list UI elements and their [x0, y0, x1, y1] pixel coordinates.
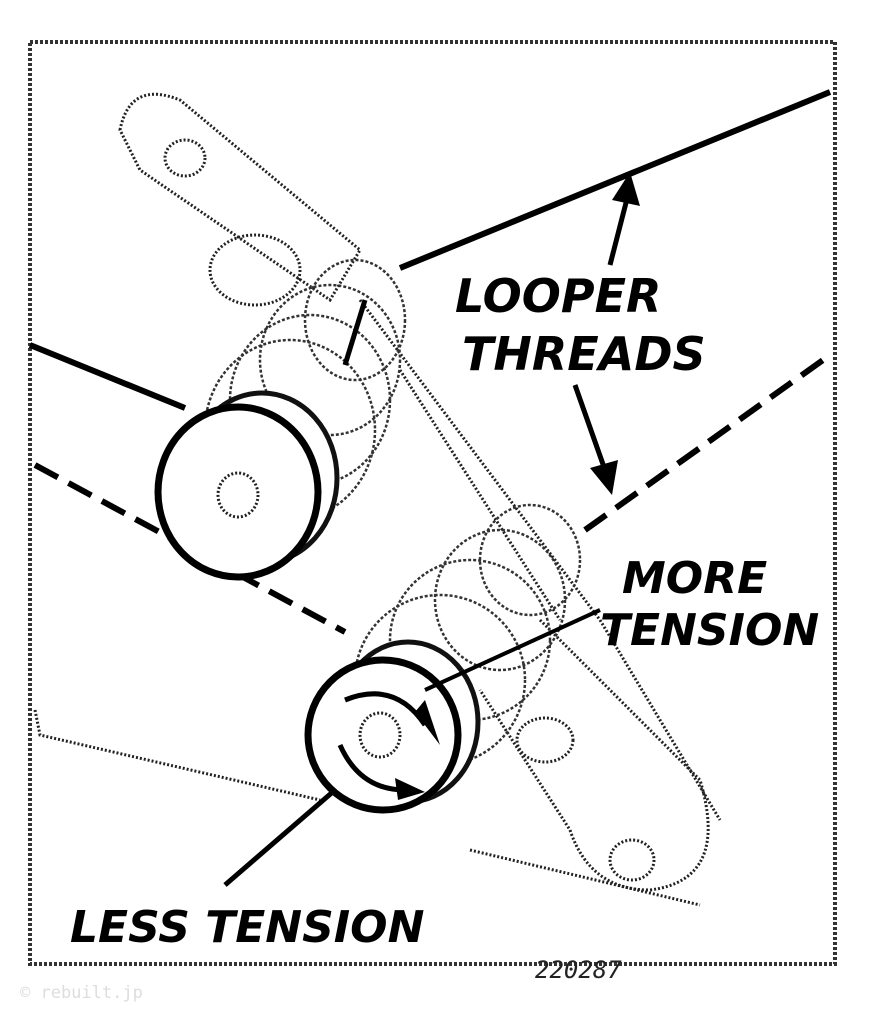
looper-threads-label-line1: LOOPER: [455, 269, 661, 323]
upper-tension-spring: [203, 258, 407, 522]
looper-threads-label-line2: THREADS: [462, 327, 706, 381]
upper-tension-knob: [154, 390, 340, 581]
more-tension-label-line2: TENSION: [600, 605, 819, 656]
looper-arrow-up: [607, 172, 640, 266]
frame-border: [28, 40, 837, 966]
lower-knob-screw: [358, 711, 402, 759]
lower-bracket-arm: [478, 618, 710, 892]
bracket-boss: [208, 233, 302, 307]
figure-number: 220287: [535, 956, 622, 984]
looper-thread-solid-left: [28, 342, 187, 411]
upper-knob-screw: [216, 471, 260, 519]
lower-tension-knob: [304, 639, 481, 814]
counterclockwise-arrow-icon: [337, 743, 406, 793]
looper-arrow-down: [572, 384, 618, 495]
upper-screw: [163, 138, 207, 178]
less-tension-label: LESS TENSION: [70, 902, 424, 953]
more-tension-leader: [424, 608, 601, 692]
more-tension-label-line1: MORE: [622, 553, 767, 604]
upper-bracket-arm: [118, 92, 362, 303]
mounting-plate: [358, 299, 722, 821]
looper-thread-solid-upper: [398, 89, 832, 271]
less-tension-leader: [223, 788, 337, 887]
base-plate-edge: [33, 709, 701, 907]
looper-thread-dashed-right: [583, 352, 832, 533]
middle-screw: [515, 716, 575, 764]
lower-screw: [608, 838, 656, 882]
watermark: © rebuilt.jp: [20, 983, 143, 1003]
